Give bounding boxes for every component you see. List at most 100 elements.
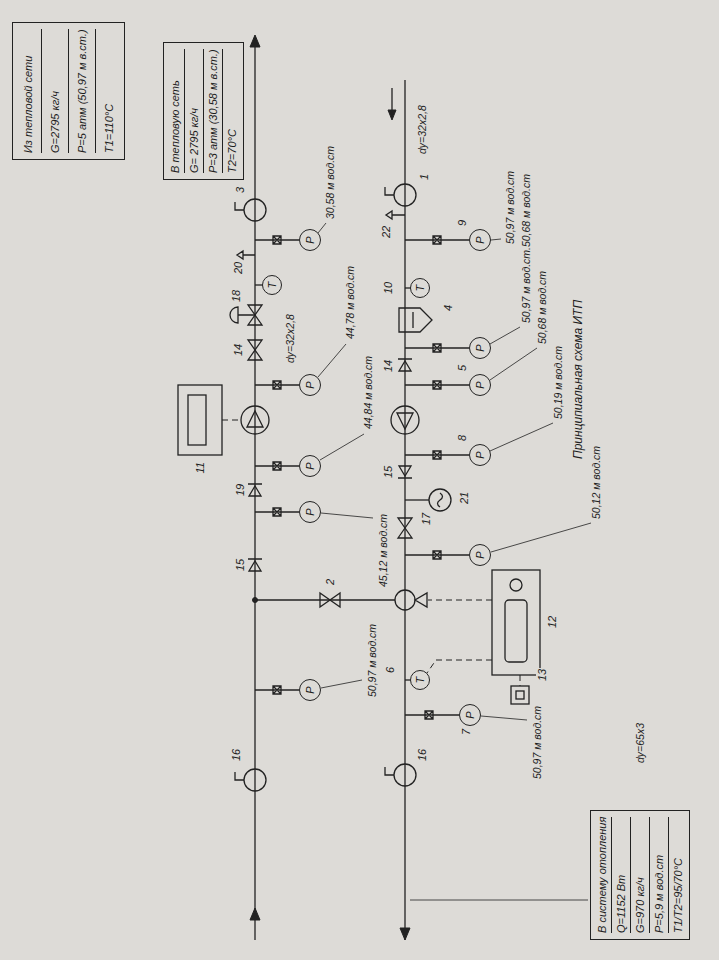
pressure-value: 44,84 м вод.ст — [362, 355, 374, 430]
leader-line — [491, 523, 591, 552]
pressure-gauge: P — [299, 679, 321, 701]
callout-number: 15 — [234, 558, 246, 572]
valve-handle — [235, 772, 244, 780]
callout-number: 22 — [380, 225, 392, 239]
callout-number: 3 — [234, 186, 246, 194]
pressure-value: 30,58 м вод.ст — [324, 145, 336, 220]
table-row: T1/T2=95/70°C — [669, 817, 687, 933]
data-table: В систему отопленияQ=1152 ВтG=970 кг/чP=… — [590, 810, 690, 940]
callout-number: 18 — [230, 289, 242, 303]
outdoor-sensor — [516, 691, 524, 699]
impulse-line — [405, 714, 459, 715]
pressure-value: 50,97 м вод.ст — [366, 623, 378, 698]
pressure-value: 50,97 м вод.ст — [504, 170, 516, 245]
leader-line — [410, 900, 588, 901]
pipe-size: dy=32x2,8 — [416, 104, 428, 155]
pressure-gauge: P — [469, 337, 491, 359]
callout-number: 6 — [384, 666, 396, 674]
drive-cabinet — [188, 395, 206, 445]
callout-number: 7 — [460, 728, 472, 736]
table-row: P=5,9 м вод.ст — [650, 817, 669, 933]
gauge-letter: P — [474, 344, 486, 351]
drive-cabinet — [178, 385, 222, 455]
table-row: G=2795 кг/ч — [42, 29, 69, 153]
gauge-cock — [433, 381, 441, 389]
bypass-pipe — [255, 599, 395, 600]
diagram-title: Принципиальная схема ИТП — [572, 299, 584, 460]
callout-number: 10 — [382, 281, 394, 295]
table-row: T2=70°C — [223, 49, 241, 173]
flow-arrow — [400, 928, 410, 940]
leader-line — [490, 423, 553, 451]
pressure-value: 50,97 м вод.ст — [531, 705, 543, 780]
outdoor-sensor — [511, 686, 529, 704]
callout-number: 11 — [194, 461, 206, 474]
gauge-letter: P — [304, 236, 316, 243]
table-row: G= 2795 кг/ч — [185, 49, 204, 173]
valve-handle — [235, 202, 244, 210]
table-row: Q=1152 Вт — [612, 817, 631, 933]
controller-box — [492, 570, 540, 675]
pressure-value: 44,78 м вод.ст — [344, 265, 356, 340]
gauge-cock — [273, 686, 281, 694]
control-line — [520, 675, 521, 686]
gauge-cock — [273, 508, 281, 516]
gauge-letter: T — [414, 285, 426, 292]
gauge-letter: P — [474, 381, 486, 388]
callout-number: 12 — [546, 615, 558, 629]
check-valve — [248, 559, 262, 571]
pipe-size: dy=32x2,8 — [284, 313, 296, 364]
data-table: Из тепловой сетиG=2795 кг/чP=5 атм (50,9… — [12, 22, 125, 160]
table-row: P=5 атм (50,97 м в.ст.) — [69, 29, 96, 153]
callout-number: 5 — [456, 364, 468, 372]
callout-number: 21 — [458, 491, 470, 505]
pressure-gauge: P — [469, 229, 491, 251]
callout-number: 19 — [234, 483, 246, 497]
gauge-letter: P — [464, 711, 476, 718]
pump-symbol — [247, 411, 263, 427]
callout-number: 17 — [420, 512, 432, 526]
valve-handle — [385, 187, 394, 195]
check-valve — [248, 484, 262, 496]
thermometer: T — [410, 670, 430, 690]
three-way-valve — [395, 590, 415, 610]
gauge-cock — [433, 551, 441, 559]
gate-valve — [248, 340, 262, 360]
check-valve — [398, 466, 412, 478]
leader-line — [491, 239, 501, 240]
gauge-cock — [433, 344, 441, 352]
pressure-gauge: P — [459, 704, 481, 726]
drain-valve — [237, 251, 255, 259]
table-row: В тепловую сеть — [166, 49, 185, 173]
pump-symbol — [241, 406, 269, 434]
pump-symbol — [397, 413, 413, 429]
gate-valve — [398, 518, 412, 538]
gauge-cock — [425, 711, 433, 719]
callout-number: 8 — [456, 434, 468, 442]
callout-number: 16 — [230, 748, 242, 762]
flow-arrow — [250, 908, 260, 920]
gauge-letter: T — [414, 677, 426, 684]
table-row: P=3 атм (30,58 м в.ст.) — [204, 49, 223, 173]
leader-line — [320, 434, 364, 460]
leader-line — [481, 716, 527, 720]
leader-line — [321, 513, 373, 518]
flowmeter-stub — [405, 499, 429, 500]
valve-handle — [385, 767, 394, 775]
ball-valve — [394, 184, 416, 206]
thermometer: T — [262, 275, 282, 295]
flowmeter-symbol — [429, 489, 451, 511]
callout-number: 2 — [324, 578, 336, 586]
leader-line — [321, 680, 362, 688]
data-table: В тепловую сетьG= 2795 кг/чP=3 атм (30,5… — [163, 42, 244, 180]
pressure-gauge: P — [299, 374, 321, 396]
table-row: Из тепловой сети — [15, 29, 42, 153]
gauge-cock — [273, 381, 281, 389]
check-valve — [320, 593, 340, 607]
callout-number: 15 — [382, 465, 394, 479]
gauge-cock — [433, 236, 441, 244]
controller-display — [505, 600, 527, 662]
gauge-letter: P — [474, 236, 486, 243]
leader-line — [490, 327, 520, 344]
